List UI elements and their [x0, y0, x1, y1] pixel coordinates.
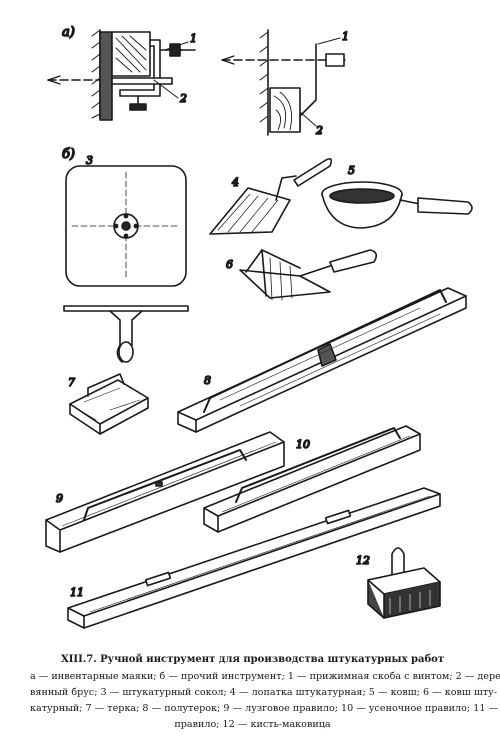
label-6: 6: [226, 258, 233, 271]
wall-clamp-front-drawing: [47, 29, 196, 121]
label-1a: 1: [190, 32, 197, 45]
label-2b: 2: [315, 124, 323, 137]
caption-line-4: правило; 12 — кисть-маковица: [174, 719, 331, 730]
float-drawing: [69, 373, 149, 435]
label-1b: 1: [342, 30, 349, 43]
bevel-rule-drawing: [203, 425, 421, 533]
figure-caption: XIII.7. Ручной инструмент для производст…: [30, 652, 500, 733]
label-8: 8: [204, 374, 211, 387]
straight-rule-drawing: [67, 487, 441, 629]
label-7: 7: [68, 376, 75, 389]
scoop-bowl-drawing: [321, 181, 473, 229]
caption-line-2: вянный брус; 3 — штукатурный сокол; 4 — …: [30, 687, 497, 698]
label-3: 3: [86, 154, 93, 167]
half-float-drawing: [177, 287, 467, 433]
brush-drawing: [367, 547, 441, 619]
hand-tools-illustration: а) 1 2 1 2 б) 3: [45, 24, 473, 629]
caption-line-1: а — инвентарные маяки; б — прочий инстру…: [30, 671, 500, 682]
plaster-hawk-drawing: [63, 165, 189, 363]
label-5: 5: [348, 164, 355, 177]
label-11: 11: [70, 586, 84, 599]
corner-rule-drawing: [45, 431, 285, 553]
caption-line-3: катурный; 7 — терка; 8 — полутерок; 9 — …: [30, 703, 499, 714]
section-b-label: б): [62, 147, 75, 162]
label-4: 4: [231, 176, 239, 189]
wall-clamp-side-drawing: [221, 29, 346, 136]
plaster-trowel-drawing: [209, 158, 333, 235]
label-2a: 2: [179, 92, 187, 105]
caption-title: XIII.7. Ручной инструмент для производст…: [60, 654, 445, 665]
label-9: 9: [56, 492, 63, 505]
label-10: 10: [296, 438, 310, 451]
plaster-scoop-drawing: [239, 249, 378, 301]
section-a-label: а): [62, 25, 75, 40]
label-12: 12: [356, 554, 370, 567]
